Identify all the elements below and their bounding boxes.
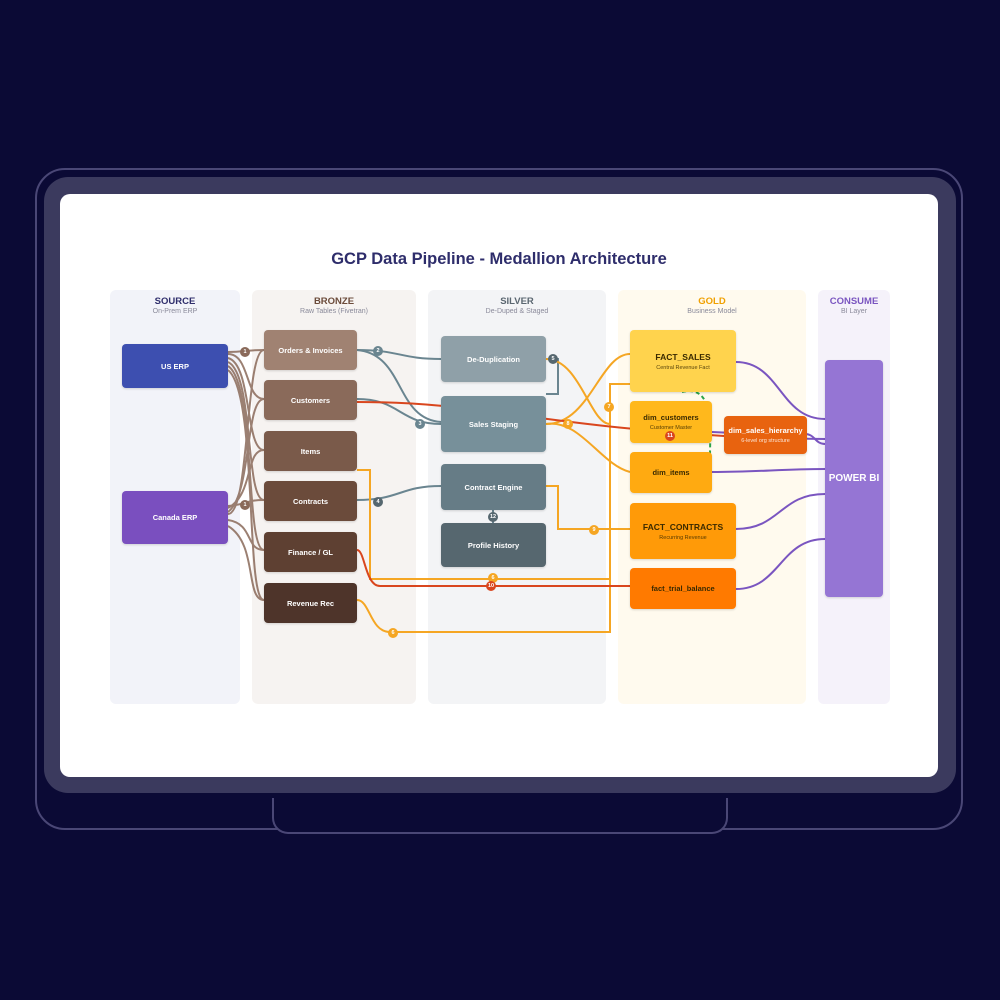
node-fact-contracts-label: FACT_CONTRACTS <box>642 521 724 532</box>
lane-gold-subtitle: Business Model <box>687 308 737 315</box>
step-badge-10: 10 <box>486 581 496 591</box>
lane-silver-subtitle: De-Duped & Staged <box>485 308 549 315</box>
lane-source-title: SOURCE <box>154 296 196 307</box>
lane-bronze-subtitle: Raw Tables (Fivetran) <box>300 308 368 315</box>
step-badge-7: 7 <box>604 402 614 412</box>
node-profile-history[interactable]: Profile History <box>441 523 546 567</box>
step-badge-9: 9 <box>589 525 599 535</box>
node-sales-staging[interactable]: Sales Staging <box>441 396 546 452</box>
node-dim-sales-hierarchy-subtitle: 6-level org structure <box>741 438 790 444</box>
node-customers[interactable]: Customers <box>264 380 357 420</box>
lane-gold-title: GOLD <box>698 296 726 307</box>
step-badge-1: 1 <box>240 347 250 357</box>
node-dim-sales-hierarchy-label: dim_sales_hierarchy <box>728 426 803 435</box>
node-revenue-rec[interactable]: Revenue Rec <box>264 583 357 623</box>
lane-silver-title: SILVER <box>500 296 534 307</box>
lane-source-subtitle: On-Prem ERP <box>152 308 198 315</box>
lane-consume-subtitle: BI Layer <box>840 308 868 315</box>
node-us-erp[interactable]: US ERP <box>122 344 228 388</box>
diagram-canvas: GCP Data Pipeline - Medallion Architectu… <box>60 194 938 777</box>
node-contract-engine[interactable]: Contract Engine <box>441 464 546 510</box>
node-de-duplication[interactable]: De-Duplication <box>441 336 546 382</box>
node-canada-erp[interactable]: Canada ERP <box>122 491 228 544</box>
page-title: GCP Data Pipeline - Medallion Architectu… <box>331 250 667 268</box>
node-fact-sales[interactable]: FACT_SALES Central Revenue Fact <box>630 330 736 392</box>
step-badge-4: 4 <box>373 497 383 507</box>
step-badge-3: 3 <box>415 419 425 429</box>
device-stand-notch <box>272 798 728 834</box>
bronze-to-silver-links <box>356 349 559 524</box>
node-fact-contracts-subtitle: Recurring Revenue <box>659 534 707 541</box>
node-power-bi[interactable]: POWER BI <box>825 360 883 597</box>
node-dim-items[interactable]: dim_items <box>630 452 712 493</box>
lane-bronze-title: BRONZE <box>313 296 355 307</box>
node-contracts[interactable]: Contracts <box>264 481 357 521</box>
node-dim-customers-subtitle: Customer Master <box>649 425 693 431</box>
step-badge-1-canada: 1 <box>240 500 250 510</box>
step-badge-12: 12 <box>488 512 498 522</box>
node-fact-contracts[interactable]: FACT_CONTRACTS Recurring Revenue <box>630 503 736 559</box>
node-finance-gl[interactable]: Finance / GL <box>264 532 357 572</box>
node-fact-sales-label: FACT_SALES <box>655 351 711 362</box>
node-dim-sales-hierarchy[interactable]: dim_sales_hierarchy 6-level org structur… <box>724 416 807 454</box>
step-badge-2: 2 <box>373 346 383 356</box>
node-dim-customers-label: dim_customers <box>643 413 699 422</box>
source-to-bronze-links <box>227 349 265 601</box>
step-badge-8: 8 <box>563 419 573 429</box>
node-fact-trial-balance[interactable]: fact_trial_balance <box>630 568 736 609</box>
step-badge-5: 5 <box>548 354 558 364</box>
node-orders-invoices[interactable]: Orders & Invoices <box>264 330 357 370</box>
step-badge-6: 6 <box>488 573 498 583</box>
step-badge-11: 11 <box>665 431 675 441</box>
step-badge-6-revenue: 6 <box>388 628 398 638</box>
node-fact-sales-subtitle: Central Revenue Fact <box>656 364 710 371</box>
node-items[interactable]: Items <box>264 431 357 471</box>
lane-consume-title: CONSUME <box>829 296 879 307</box>
